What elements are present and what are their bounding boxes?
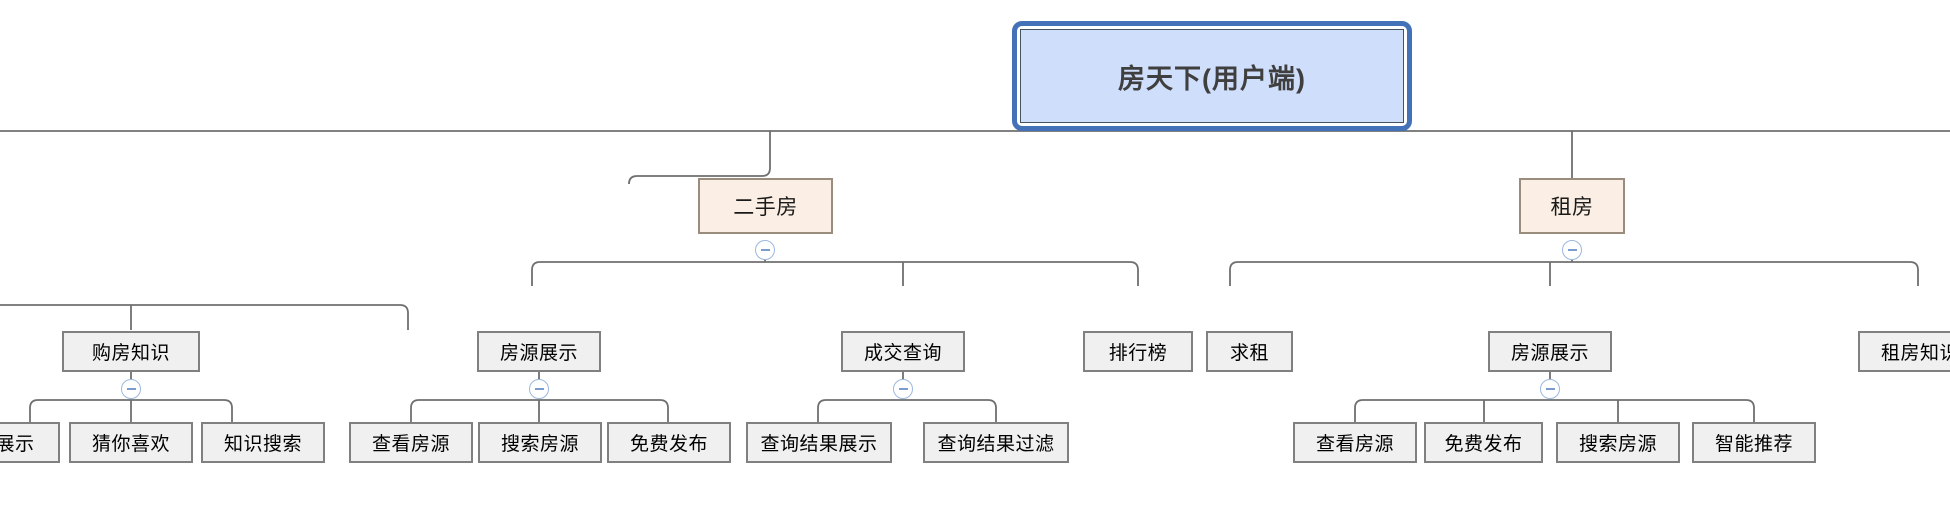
- node-goufangzhishi-child-zhanshi[interactable]: 展示: [0, 422, 60, 463]
- node-paihangbang-label: 排行榜: [1108, 343, 1168, 364]
- root-node[interactable]: 房天下(用户端): [1012, 21, 1412, 131]
- collapse-toggle-chengjiaochaxun[interactable]: [893, 379, 913, 399]
- root-node-label: 房天下(用户端): [1020, 29, 1404, 123]
- node-goufangzhishi-child-cainixihuan-label: 猜你喜欢: [91, 434, 170, 455]
- collapse-toggle-fangyuanzhanshi-b[interactable]: [1540, 379, 1560, 399]
- node-fangyuanzhanshi-ershoufang-label: 房源展示: [499, 343, 578, 364]
- node-fangyuanzhanshi-a-child-chakanfangyuan[interactable]: 查看房源: [349, 422, 473, 463]
- node-fangyuanzhanshi-b-child-zhinengtuijian[interactable]: 智能推荐: [1692, 422, 1816, 463]
- node-chengjiaochaxun-label: 成交查询: [863, 343, 942, 364]
- node-chengjiaochaxun[interactable]: 成交查询: [841, 331, 965, 372]
- node-fangyuanzhanshi-a-child-mianfeifabu-label: 免费发布: [629, 434, 708, 455]
- node-fangyuanzhanshi-a-child-sousuofangyuan-label: 搜索房源: [500, 434, 579, 455]
- node-goufangzhishi-child-zhishisousuo-label: 知识搜索: [223, 434, 302, 455]
- node-qiuzu-label: 求租: [1229, 343, 1269, 364]
- node-fangyuanzhanshi-a-child-chakanfangyuan-label: 查看房源: [371, 434, 450, 455]
- node-fangyuanzhanshi-b-child-mianfeifabu-label: 免费发布: [1444, 434, 1523, 455]
- collapse-toggle-goufangzhishi[interactable]: [121, 379, 141, 399]
- minus-icon: [1545, 388, 1555, 390]
- node-goufangzhishi-label: 购房知识: [91, 343, 170, 364]
- node-fangyuanzhanshi-b-child-chakanfangyuan[interactable]: 查看房源: [1293, 422, 1417, 463]
- node-chengjiaochaxun-child-chaxunjieguoguolv-label: 查询结果过滤: [937, 434, 1055, 455]
- node-goufangzhishi-child-cainixihuan[interactable]: 猜你喜欢: [69, 422, 193, 463]
- node-zufang[interactable]: 租房: [1519, 178, 1625, 234]
- node-chengjiaochaxun-child-chaxunjieguozhanshi-label: 查询结果展示: [760, 434, 878, 455]
- node-fangyuanzhanshi-zufang-label: 房源展示: [1510, 343, 1589, 364]
- node-fangyuanzhanshi-b-child-zhinengtuijian-label: 智能推荐: [1714, 434, 1793, 455]
- node-chengjiaochaxun-child-chaxunjieguoguolv[interactable]: 查询结果过滤: [923, 422, 1069, 463]
- node-fangyuanzhanshi-a-child-mianfeifabu[interactable]: 免费发布: [607, 422, 731, 463]
- node-fangyuanzhanshi-a-child-sousuofangyuan[interactable]: 搜索房源: [478, 422, 602, 463]
- node-fangyuanzhanshi-zufang[interactable]: 房源展示: [1488, 331, 1612, 372]
- node-goufangzhishi-child-zhanshi-label: 展示: [0, 434, 35, 455]
- minus-icon: [534, 388, 544, 390]
- collapse-toggle-ershoufang[interactable]: [755, 240, 775, 260]
- node-chengjiaochaxun-child-chaxunjieguozhanshi[interactable]: 查询结果展示: [746, 422, 892, 463]
- minus-icon: [126, 388, 136, 390]
- minus-icon: [1567, 249, 1577, 251]
- node-zufang-label: 租房: [1550, 196, 1594, 219]
- collapse-toggle-zufang[interactable]: [1562, 240, 1582, 260]
- node-fangyuanzhanshi-ershoufang[interactable]: 房源展示: [477, 331, 601, 372]
- node-goufangzhishi-child-zhishisousuo[interactable]: 知识搜索: [201, 422, 325, 463]
- collapse-toggle-fangyuanzhanshi-a[interactable]: [529, 379, 549, 399]
- node-ershoufang-label: 二手房: [733, 196, 798, 219]
- node-fangyuanzhanshi-b-child-sousuofangyuan-label: 搜索房源: [1578, 434, 1657, 455]
- node-zufangzhishi-label: 租房知识: [1880, 343, 1950, 364]
- node-paihangbang[interactable]: 排行榜: [1083, 331, 1193, 372]
- minus-icon: [760, 249, 770, 251]
- node-zufangzhishi[interactable]: 租房知识: [1858, 331, 1950, 372]
- node-ershoufang[interactable]: 二手房: [698, 178, 833, 234]
- minus-icon: [898, 388, 908, 390]
- node-goufangzhishi[interactable]: 购房知识: [62, 331, 200, 372]
- node-fangyuanzhanshi-b-child-mianfeifabu[interactable]: 免费发布: [1424, 422, 1543, 463]
- node-fangyuanzhanshi-b-child-chakanfangyuan-label: 查看房源: [1315, 434, 1394, 455]
- node-qiuzu[interactable]: 求租: [1206, 331, 1293, 372]
- node-fangyuanzhanshi-b-child-sousuofangyuan[interactable]: 搜索房源: [1556, 422, 1680, 463]
